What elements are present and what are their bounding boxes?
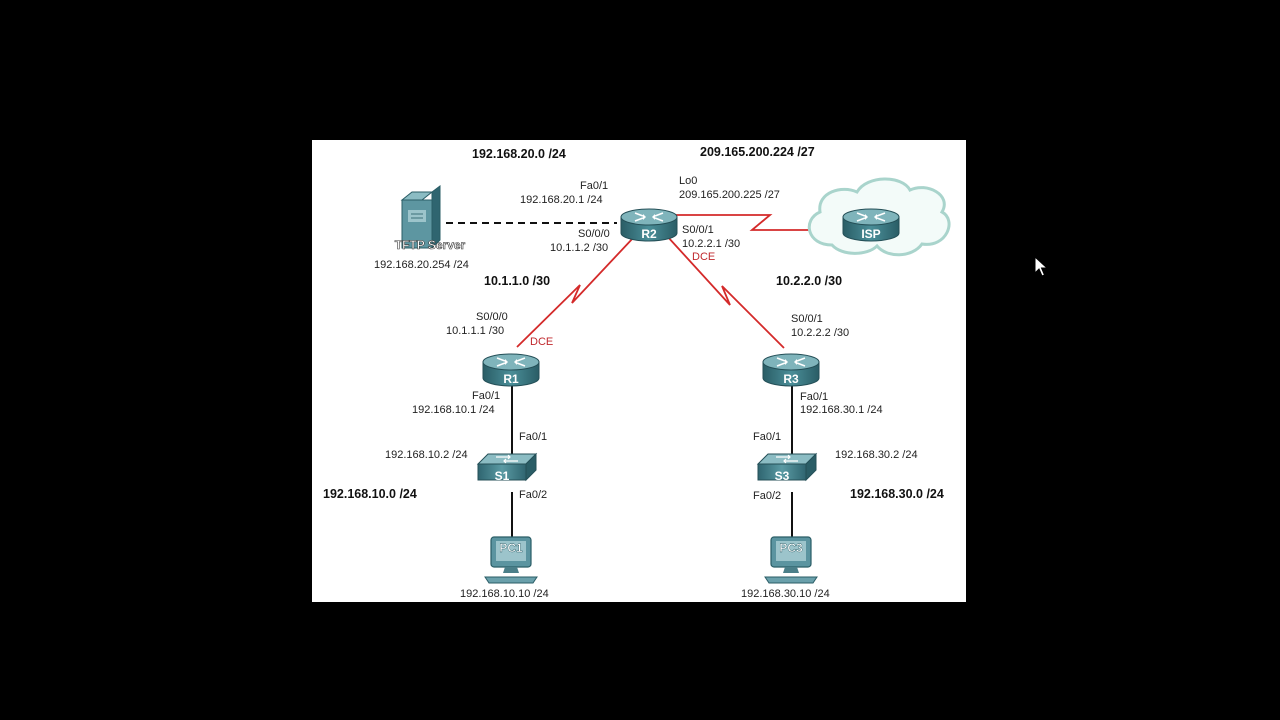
s1-label: S1 xyxy=(495,469,510,483)
s1-ip: 192.168.10.2 /24 xyxy=(385,449,468,461)
s3-label: S3 xyxy=(775,469,790,483)
r3-label: R3 xyxy=(783,372,799,386)
r1-fa01: Fa0/1 xyxy=(472,390,501,402)
s3-fa02: Fa0/2 xyxy=(753,490,782,502)
r2-s000: S0/0/0 xyxy=(578,228,610,240)
s3-ip: 192.168.30.2 /24 xyxy=(835,449,918,461)
r2-s001-ip: 10.2.2.1 /30 xyxy=(682,238,741,250)
s1-fa01: Fa0/1 xyxy=(519,431,548,443)
pc3-label: PC3 xyxy=(779,541,803,555)
pc1-ip: 192.168.10.10 /24 xyxy=(460,588,549,600)
pc1-label: PC1 xyxy=(499,541,523,555)
r2-dce-label: DCE xyxy=(692,251,716,263)
r2-fa01: Fa0/1 xyxy=(580,180,609,192)
network-label-isp: 209.165.200.224 /27 xyxy=(700,145,815,159)
r3-fa01-ip: 192.168.30.1 /24 xyxy=(800,404,883,416)
r1-s000: S0/0/0 xyxy=(476,311,508,323)
r2-lo0: Lo0 xyxy=(679,175,698,187)
network-topology-diagram: R2 ISP R1 R3 S1 S3 PC1 PC3 TFTP Server 1… xyxy=(312,140,966,602)
r2-s001: S0/0/1 xyxy=(682,224,714,236)
r1-dce-label: DCE xyxy=(530,336,554,348)
r1-s000-ip: 10.1.1.1 /30 xyxy=(446,325,505,337)
network-label-lan30: 192.168.30.0 /24 xyxy=(850,487,944,501)
mouse-pointer-icon xyxy=(1034,256,1048,277)
s3-fa01: Fa0/1 xyxy=(753,431,782,443)
network-label-lan10: 192.168.10.0 /24 xyxy=(323,487,417,501)
network-label-lan20: 192.168.20.0 /24 xyxy=(472,147,566,161)
r1-label: R1 xyxy=(503,372,519,386)
r1-fa01-ip: 192.168.10.1 /24 xyxy=(412,404,495,416)
r3-s001: S0/0/1 xyxy=(791,313,823,325)
topology-drawing: R2 ISP R1 R3 S1 S3 PC1 PC3 TFTP Server xyxy=(394,177,951,584)
network-label-wan-r1r2: 10.1.1.0 /30 xyxy=(484,274,551,288)
s1-fa02: Fa0/2 xyxy=(519,489,548,501)
pc3-ip: 192.168.30.10 /24 xyxy=(741,588,830,600)
tftp-label: TFTP Server xyxy=(395,238,466,252)
tftp-ip: 192.168.20.254 /24 xyxy=(374,259,469,271)
isp-label: ISP xyxy=(861,227,880,241)
r3-s001-ip: 10.2.2.2 /30 xyxy=(791,327,850,339)
r2-lo0-ip: 209.165.200.225 /27 xyxy=(679,189,780,201)
r2-fa01-ip: 192.168.20.1 /24 xyxy=(520,194,603,206)
tftp-server-icon xyxy=(400,185,441,250)
network-label-wan-r2r3: 10.2.2.0 /30 xyxy=(776,274,843,288)
r2-label: R2 xyxy=(641,227,657,241)
r2-s000-ip: 10.1.1.2 /30 xyxy=(550,242,609,254)
r3-fa01: Fa0/1 xyxy=(800,391,829,403)
